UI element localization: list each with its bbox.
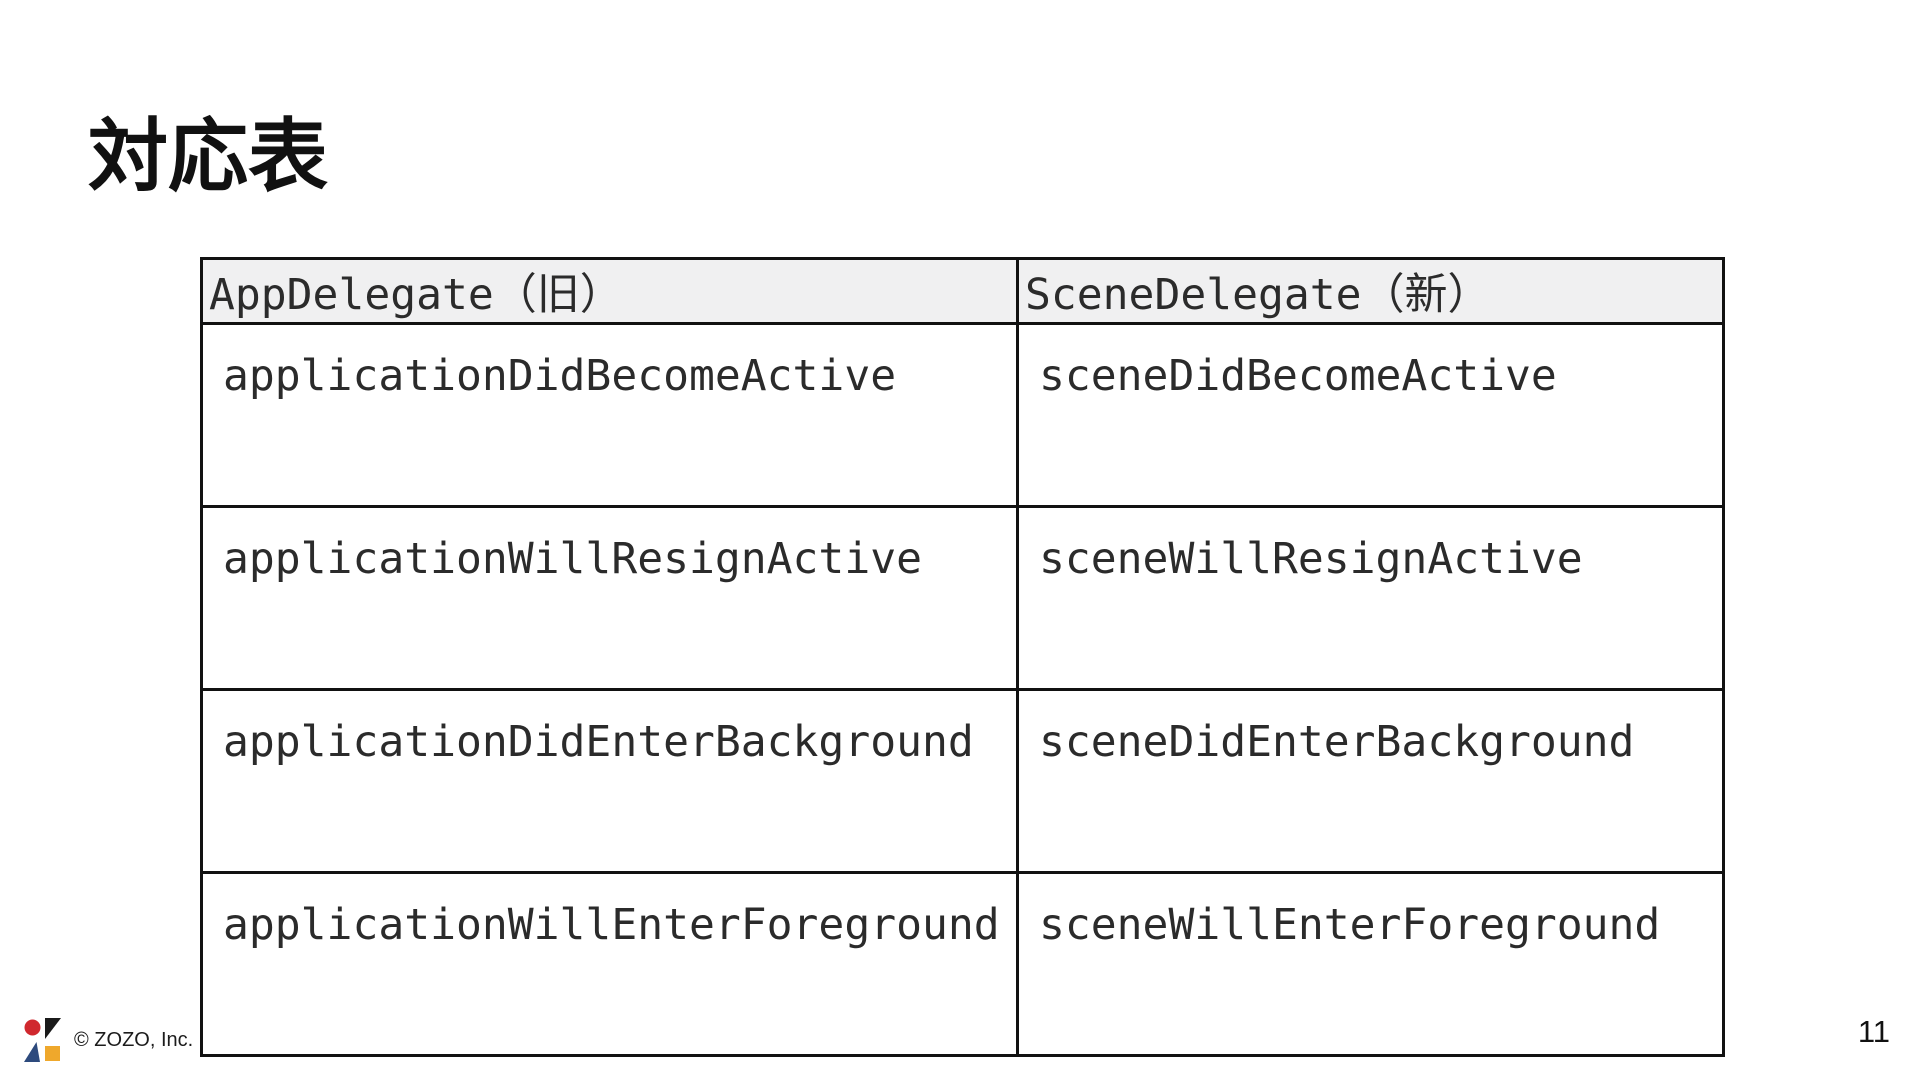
cell-scenedelegate-method: sceneDidEnterBackground [1016,688,1725,874]
table-row: applicationDidBecomeActive sceneDidBecom… [200,322,1725,508]
logo-navy-triangle [24,1042,40,1062]
delegate-mapping-table: AppDelegate（旧） SceneDelegate（新） applicat… [200,257,1725,1057]
table-row: applicationDidEnterBackground sceneDidEn… [200,688,1725,874]
table-row: applicationWillResignActive sceneWillRes… [200,505,1725,691]
cell-appdelegate-method: applicationWillResignActive [200,505,1019,691]
column-header-appdelegate: AppDelegate（旧） [200,257,1019,325]
cell-appdelegate-method: applicationDidEnterBackground [200,688,1019,874]
cell-appdelegate-method: applicationWillEnterForeground [200,871,1019,1057]
cell-scenedelegate-method: sceneWillEnterForeground [1016,871,1725,1057]
table-header-row: AppDelegate（旧） SceneDelegate（新） [200,257,1725,325]
page-title: 対応表 [88,112,328,201]
logo-black-triangle [45,1018,61,1039]
cell-scenedelegate-method: sceneDidBecomeActive [1016,322,1725,508]
cell-appdelegate-method: applicationDidBecomeActive [200,322,1019,508]
cell-scenedelegate-method: sceneWillResignActive [1016,505,1725,691]
copyright-text: © ZOZO, Inc. [74,1029,194,1051]
column-header-scenedelegate: SceneDelegate（新） [1016,257,1725,325]
zozo-logo-icon [24,1018,61,1062]
logo-red-circle [24,1019,41,1036]
page-number: 11 [1857,1014,1890,1049]
logo-yellow-square [45,1046,60,1061]
table-row: applicationWillEnterForeground sceneWill… [200,871,1725,1057]
